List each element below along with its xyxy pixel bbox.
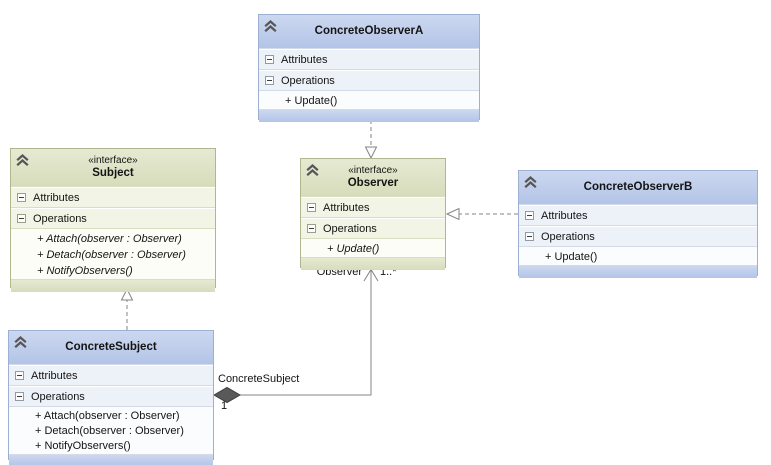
- class-title: Observer: [347, 177, 399, 189]
- operations-list: + Attach(observer : Observer) + Detach(o…: [11, 229, 215, 279]
- box-footer-strip: [259, 109, 479, 122]
- operations-list: + Update(): [519, 247, 757, 265]
- attributes-section[interactable]: Attributes: [9, 365, 213, 386]
- collapse-minus-icon[interactable]: [307, 224, 316, 233]
- operations-label: Operations: [281, 74, 335, 87]
- class-observer[interactable]: «interface» Observer Attributes Operatio…: [300, 158, 446, 270]
- class-title: ConcreteObserverA: [314, 25, 424, 37]
- operation-item: + NotifyObservers(): [35, 440, 131, 452]
- operation-item: + Attach(observer : Observer): [35, 410, 180, 422]
- operations-label: Operations: [323, 222, 377, 235]
- class-header: «interface» Subject: [11, 149, 215, 187]
- box-footer-strip: [9, 454, 213, 465]
- collapse-minus-icon[interactable]: [17, 214, 26, 223]
- attributes-label: Attributes: [541, 209, 588, 222]
- box-footer-strip: [519, 265, 757, 278]
- collapse-chevron-icon[interactable]: [14, 336, 27, 349]
- operation-item: + Update(): [327, 243, 380, 255]
- class-concrete-observer-b[interactable]: ConcreteObserverB Attributes Operations …: [518, 170, 758, 278]
- aggregation-role-concretesubject-label[interactable]: ConcreteSubject: [218, 373, 300, 385]
- class-title: ConcreteSubject: [65, 341, 157, 353]
- operations-list: + Attach(observer : Observer) + Detach(o…: [9, 407, 213, 454]
- class-stereotype: «interface»: [348, 165, 398, 176]
- class-header: ConcreteObserverB: [519, 171, 757, 205]
- attributes-label: Attributes: [31, 369, 78, 382]
- collapse-minus-icon[interactable]: [265, 76, 274, 85]
- class-title: Subject: [92, 167, 134, 179]
- box-footer-strip: [11, 279, 215, 292]
- class-subject[interactable]: «interface» Subject Attributes Operation…: [10, 148, 216, 292]
- realization-concreteobserverb-observer[interactable]: [445, 207, 518, 221]
- collapse-minus-icon[interactable]: [17, 193, 26, 202]
- collapse-minus-icon[interactable]: [15, 371, 24, 380]
- operation-item: + Update(): [545, 251, 598, 263]
- realization-concreteobservera-observer[interactable]: [364, 120, 378, 160]
- collapse-minus-icon[interactable]: [265, 55, 274, 64]
- operation-item: + Attach(observer : Observer): [37, 233, 182, 245]
- aggregation-diamond-icon: [212, 386, 242, 404]
- collapse-chevron-icon[interactable]: [264, 20, 277, 33]
- operations-list: + Update(): [259, 91, 479, 109]
- operation-item: + NotifyObservers(): [37, 265, 133, 277]
- attributes-section[interactable]: Attributes: [301, 197, 445, 218]
- class-stereotype: «interface»: [88, 155, 138, 166]
- class-title: ConcreteObserverB: [583, 181, 693, 193]
- aggregation-concretesubject-observer[interactable]: [212, 268, 379, 404]
- collapse-chevron-icon[interactable]: [524, 176, 537, 189]
- attributes-section[interactable]: Attributes: [11, 187, 215, 208]
- operations-section[interactable]: Operations: [9, 386, 213, 407]
- operation-item: + Detach(observer : Observer): [37, 249, 186, 261]
- operations-list: + Update(): [301, 239, 445, 257]
- aggregation-multiplicity-concretesubject-label[interactable]: 1: [221, 400, 228, 412]
- class-header: «interface» Observer: [301, 159, 445, 197]
- realization-concretesubject-subject[interactable]: [120, 287, 134, 330]
- collapse-minus-icon[interactable]: [15, 392, 24, 401]
- operations-label: Operations: [31, 390, 85, 403]
- operations-section[interactable]: Operations: [259, 70, 479, 91]
- class-header: ConcreteSubject: [9, 331, 213, 365]
- operation-item: + Detach(observer : Observer): [35, 425, 184, 437]
- box-footer-strip: [301, 257, 445, 270]
- collapse-chevron-icon[interactable]: [306, 164, 319, 177]
- class-header: ConcreteObserverA: [259, 15, 479, 49]
- operations-section[interactable]: Operations: [11, 208, 215, 229]
- attributes-section[interactable]: Attributes: [519, 205, 757, 226]
- collapse-minus-icon[interactable]: [307, 203, 316, 212]
- operations-section[interactable]: Operations: [519, 226, 757, 247]
- operations-section[interactable]: Operations: [301, 218, 445, 239]
- attributes-label: Attributes: [323, 201, 370, 214]
- class-concrete-subject[interactable]: ConcreteSubject Attributes Operations + …: [8, 330, 214, 465]
- collapse-minus-icon[interactable]: [525, 211, 534, 220]
- operation-item: + Update(): [285, 95, 338, 107]
- class-concrete-observer-a[interactable]: ConcreteObserverA Attributes Operations …: [258, 14, 480, 122]
- collapse-chevron-icon[interactable]: [16, 154, 29, 167]
- attributes-label: Attributes: [33, 191, 80, 204]
- attributes-label: Attributes: [281, 53, 328, 66]
- operations-label: Operations: [33, 212, 87, 225]
- collapse-minus-icon[interactable]: [525, 232, 534, 241]
- attributes-section[interactable]: Attributes: [259, 49, 479, 70]
- operations-label: Operations: [541, 230, 595, 243]
